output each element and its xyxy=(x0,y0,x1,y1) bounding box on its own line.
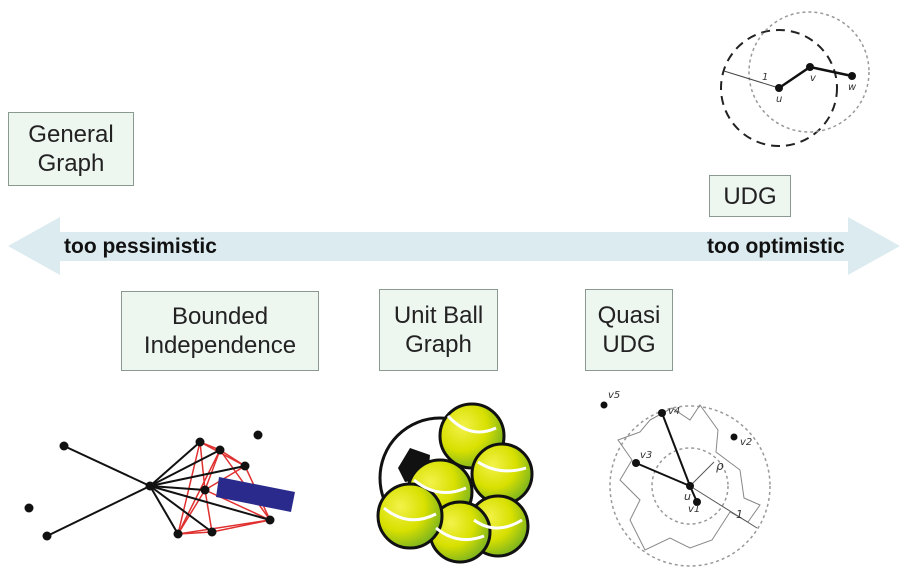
quasi-udg-box: Quasi UDG xyxy=(585,289,673,371)
tennis-seams xyxy=(383,414,527,542)
udg-node-v-label: v xyxy=(810,73,817,84)
node-v1-label: v1 xyxy=(688,504,700,515)
unit-ball-graph-box: Unit Ball Graph xyxy=(379,289,498,371)
udg-node-v xyxy=(806,63,814,71)
black-edges xyxy=(46,441,271,537)
unit-ball-graph-line1: Unit Ball xyxy=(393,302,484,329)
udg-radius-label: 1 xyxy=(762,72,768,83)
node-v3-label: v3 xyxy=(640,450,652,461)
udg-range-circle-u xyxy=(720,29,838,147)
udg-radius-line xyxy=(723,70,780,89)
unit-radius-line xyxy=(689,485,758,529)
udg-node-w-label: w xyxy=(848,82,857,93)
udg-range-circle-v xyxy=(748,11,870,133)
too-pessimistic-label: too pessimistic xyxy=(64,235,217,258)
node-u-label: u xyxy=(684,490,691,503)
unit-radius-label: 1 xyxy=(736,508,743,521)
obstacle xyxy=(216,477,295,512)
udg-node-u xyxy=(775,84,783,92)
node-v2-label: v2 xyxy=(740,437,752,448)
unit-ball-graph-line2: Graph xyxy=(405,331,472,358)
general-graph-line1: General xyxy=(28,121,114,148)
node-v5-label: v5 xyxy=(608,390,620,401)
rho-line xyxy=(689,461,715,487)
quasi-udg-nodes xyxy=(600,401,738,506)
general-graph-box: General Graph xyxy=(8,112,134,186)
udg-node-w xyxy=(848,72,856,80)
quasi-udg-line1: Quasi xyxy=(597,302,661,329)
quasi-udg-line2: UDG xyxy=(602,331,656,358)
too-optimistic-label: too optimistic xyxy=(707,235,845,258)
udg-box: UDG xyxy=(709,175,791,217)
outer-range-circle xyxy=(609,405,771,567)
general-graph-line2: Graph xyxy=(37,150,105,177)
double-arrow-shape xyxy=(8,217,900,275)
inner-range-circle xyxy=(651,447,729,525)
bounded-independence-line2: Independence xyxy=(143,332,297,359)
bounded-independence-box: Bounded Independence xyxy=(121,291,319,371)
node-v4-label: v4 xyxy=(668,406,680,417)
udg-label: UDG xyxy=(723,182,777,210)
bounded-independence-line1: Bounded xyxy=(171,303,269,330)
rho-label: ρ xyxy=(716,459,724,473)
udg-node-u-label: u xyxy=(776,94,782,105)
irregular-range-boundary xyxy=(617,404,761,551)
graph-nodes xyxy=(24,430,275,541)
tennis-balls xyxy=(376,402,534,564)
